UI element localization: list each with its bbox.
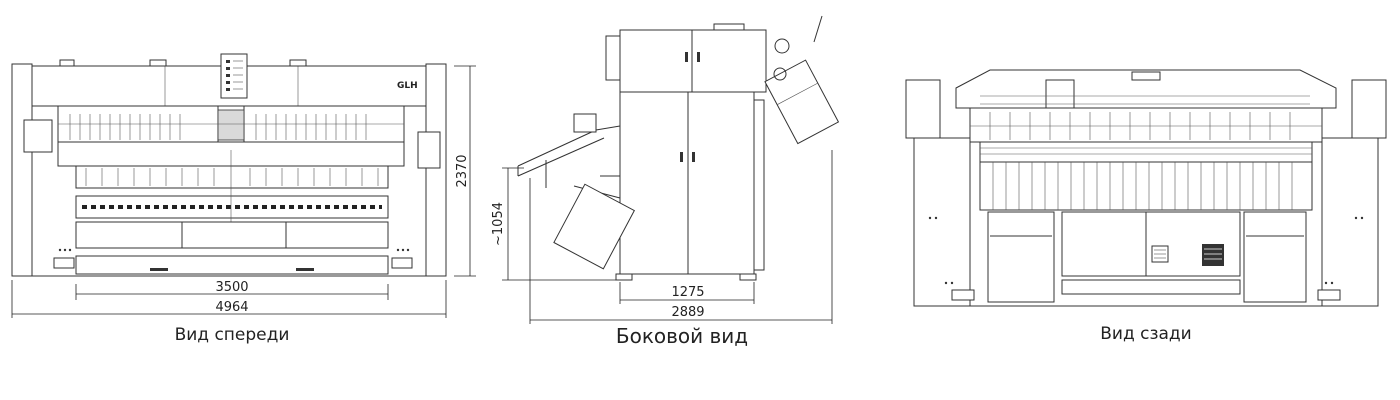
front-height-label: 2370: [455, 154, 470, 187]
front-view-caption: Вид спереди: [175, 325, 290, 345]
side-feed-height-label: ~1054: [491, 202, 506, 246]
front-dim-lines: [11, 65, 476, 318]
side-dim-lines: [502, 150, 833, 324]
rear-view-drawing: [905, 69, 1387, 307]
brand-logo: GLH: [397, 81, 418, 91]
front-width-total-label: 4964: [215, 300, 248, 315]
front-width-inner-label: 3500: [215, 280, 248, 295]
side-depth-total-label: 2889: [671, 305, 704, 320]
front-view-drawing: [11, 53, 447, 277]
side-depth-inner-label: 1275: [671, 285, 704, 300]
side-view-drawing: [517, 15, 840, 281]
side-view-caption: Боковой вид: [616, 324, 748, 348]
rear-view-caption: Вид сзади: [1100, 324, 1191, 344]
